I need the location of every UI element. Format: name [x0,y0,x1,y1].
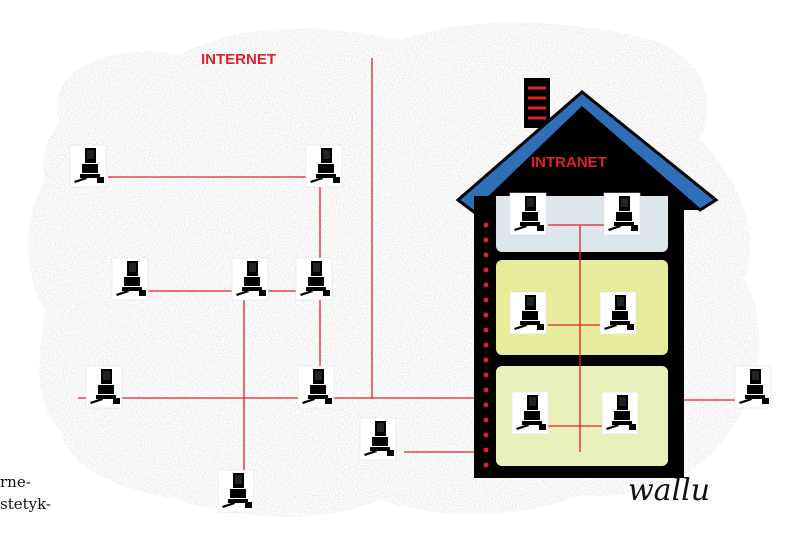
computer-icon [604,193,640,235]
internet-label: INTERNET [201,51,276,68]
chimney [524,78,550,128]
computer-icon [512,392,548,434]
computer-icon [112,258,148,300]
signature: wallu [628,473,710,508]
computer-icon [602,392,638,434]
computer-icon [306,145,342,187]
computer-icon [510,193,546,235]
text-fragment-line-2: stetyk- [0,495,51,513]
computer-icon [360,418,396,460]
computer-icon [600,292,636,334]
computer-icon [298,366,334,408]
computer-icon [232,258,268,300]
computer-icon [510,292,546,334]
computer-icon [70,145,106,187]
computer-icon [735,366,771,408]
intranet-label: INTRANET [531,154,607,171]
computer-icon [86,366,122,408]
text-fragment-line-1: rne- [0,473,31,491]
computer-icon [218,470,254,512]
computer-icon [296,258,332,300]
